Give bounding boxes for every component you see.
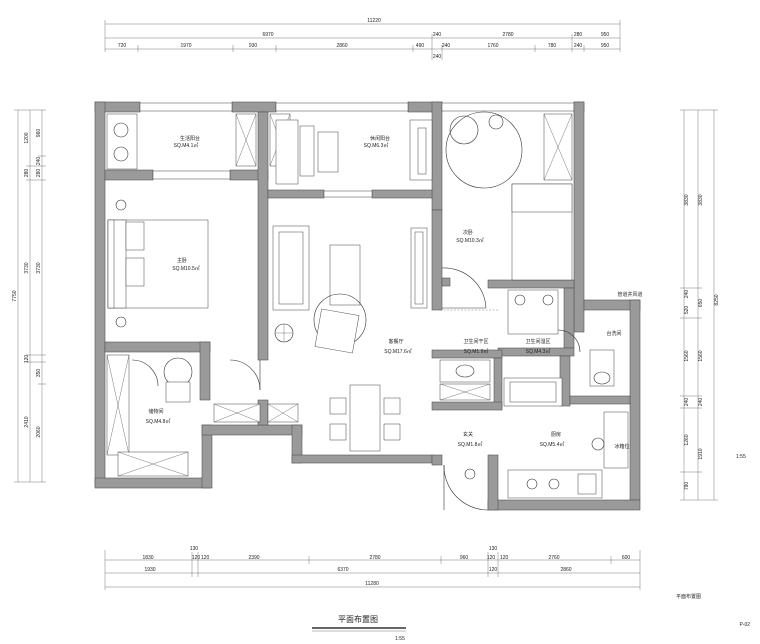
dim-right-inner-1: 3830 <box>684 194 690 205</box>
dim-bottom-130: 130 <box>190 546 199 552</box>
room-entry-name: 玄关 <box>463 431 473 438</box>
room-master-bed-name: 主卧 <box>177 257 187 264</box>
room-balcony-n-area: SQ.M4.1㎡ <box>174 142 199 149</box>
dim-right-mid-2: 650 <box>698 299 704 308</box>
bottom-dimensions: 130 130 1830 120 120 2390 2780 960 120 1… <box>104 546 641 590</box>
dim-right-outer: 8250 <box>714 294 720 305</box>
side-scale: 1:55 <box>736 454 746 460</box>
room-labels: 生活阳台 SQ.M4.1㎡ 休闲阳台 SQ.M6.3㎡ 主卧 SQ.M10.5㎡… <box>146 135 643 450</box>
dim-bottom-9: 2760 <box>548 555 559 561</box>
right-dimensions: 3830 520 240 1560 240 1260 790 3830 650 … <box>676 109 746 600</box>
room-study-area: SQ.M6.3㎡ <box>364 142 389 149</box>
room-study-name: 休闲阳台 <box>370 135 390 142</box>
dim-left-mid-1: 1200 <box>24 132 30 143</box>
dim-bottom-8: 120 <box>500 555 509 561</box>
dim-left-mid-5: 2410 <box>24 416 30 427</box>
dim-bottom-5: 2780 <box>369 555 380 561</box>
side-caption: 平面布置图 <box>676 593 701 600</box>
dim-right-mid-5: 1910 <box>698 448 704 459</box>
dim-right-inner-5: 240 <box>684 398 690 407</box>
room-storage-area: SQ.M4.8㎡ <box>146 418 171 425</box>
top-dimensions: 11220 6970 240 2780 280 950 720 1970 930… <box>104 18 621 60</box>
dim-bottom-130b: 130 <box>489 546 498 552</box>
dim-right-inner-3: 240 <box>684 290 690 299</box>
dim-left-inner-2: 240 <box>36 157 42 166</box>
dim-bottom-4: 2390 <box>248 555 259 561</box>
dim-bottom-1: 1830 <box>142 555 153 561</box>
room-kitchen-name: 厨房 <box>551 431 561 438</box>
sheet-number: P-02 <box>739 622 750 628</box>
dim-left-inner-5: 350 <box>36 369 42 378</box>
title-block: 平面布置图 1:55 P-02 <box>312 614 750 642</box>
room-balcony-n-name: 生活阳台 <box>180 135 200 142</box>
dim-bottom-mid-3: 120 <box>489 567 498 573</box>
furniture <box>106 111 629 499</box>
dim-right-mid-4: 240 <box>698 398 704 407</box>
room-bath-name: 卫生间湿区 <box>525 338 550 345</box>
dim-top-280: 280 <box>574 32 583 38</box>
dim-top-5: 490 <box>416 43 425 49</box>
dim-left-mid-4: 120 <box>24 355 30 364</box>
dim-left-inner-3: 280 <box>36 169 42 178</box>
dim-top-240b: 240 <box>433 54 442 60</box>
dim-left-inner-6: 2060 <box>36 426 42 437</box>
dim-top-7: 1760 <box>487 43 498 49</box>
room-kitchen-area: SQ.M5.4㎡ <box>540 441 565 448</box>
room-wash-area: SQ.M1.9㎡ <box>464 348 489 355</box>
dim-top-mid-2: 2780 <box>502 32 513 38</box>
room-second-bed-area: SQ.M10.3㎡ <box>456 237 484 244</box>
dim-top-total: 11220 <box>367 18 381 24</box>
dim-bottom-2: 120 <box>192 555 201 561</box>
dim-right-inner-6: 1260 <box>684 434 690 445</box>
walls <box>94 101 641 511</box>
dim-right-inner-4: 1560 <box>684 350 690 361</box>
room-entry-area: SQ.M1.8㎡ <box>458 441 483 448</box>
room-living-area: SQ.M17.6㎡ <box>384 348 412 355</box>
dim-bottom-3: 120 <box>201 555 210 561</box>
drawing-title: 平面布置图 <box>338 614 378 624</box>
room-storage-name: 储物间 <box>148 408 163 415</box>
dim-left-inner-4: 3730 <box>36 262 42 273</box>
room-bath-area: SQ.M4.3㎡ <box>526 348 551 355</box>
doors <box>131 267 581 511</box>
dim-bottom-7: 120 <box>487 555 496 561</box>
dim-left-mid-2: 280 <box>24 169 30 178</box>
dim-top-mid-3: 950 <box>601 32 610 38</box>
dim-top-9: 240 <box>574 43 583 49</box>
room-fridge-name: 冰箱位 <box>614 443 629 450</box>
dim-bottom-10: 600 <box>622 555 631 561</box>
dim-left-mid-3: 3730 <box>24 262 30 273</box>
room-wc-name: 台洗间 <box>606 330 621 337</box>
dim-top-2: 1970 <box>180 43 191 49</box>
dim-bottom-mid-1: 1930 <box>144 567 155 573</box>
dim-top-8: 780 <box>548 43 557 49</box>
dim-bottom-6: 960 <box>460 555 469 561</box>
dim-top-1: 720 <box>118 43 127 49</box>
dim-top-mid-1: 6970 <box>262 32 273 38</box>
dim-bottom-total: 11280 <box>365 581 379 587</box>
dim-top-6: 240 <box>442 43 451 49</box>
dim-bottom-mid-2: 6370 <box>337 567 348 573</box>
room-master-bed-area: SQ.M10.5㎡ <box>172 265 200 272</box>
left-dimensions: 7750 1200 280 3730 120 2410 960 240 280 … <box>12 109 46 483</box>
room-wash-name: 卫生间干区 <box>463 338 488 345</box>
dim-top-3: 930 <box>249 43 258 49</box>
drawing-scale: 1:55 <box>395 636 405 642</box>
room-shaft-name: 管道井风道 <box>617 291 642 298</box>
dim-right-inner-7: 790 <box>684 482 690 491</box>
dim-left-inner-1: 960 <box>36 129 42 138</box>
dim-top-10: 950 <box>601 43 610 49</box>
dim-left-outer: 7750 <box>12 290 18 301</box>
dim-right-mid-1: 3830 <box>698 194 704 205</box>
dim-top-240a: 240 <box>433 32 442 38</box>
dim-bottom-mid-4: 2860 <box>560 567 571 573</box>
room-second-bed-name: 次卧 <box>463 229 473 236</box>
room-living-name: 客餐厅 <box>388 338 403 345</box>
dim-right-inner-2: 520 <box>684 306 690 315</box>
dim-right-mid-3: 1560 <box>698 350 704 361</box>
dim-top-4: 2860 <box>336 43 347 49</box>
